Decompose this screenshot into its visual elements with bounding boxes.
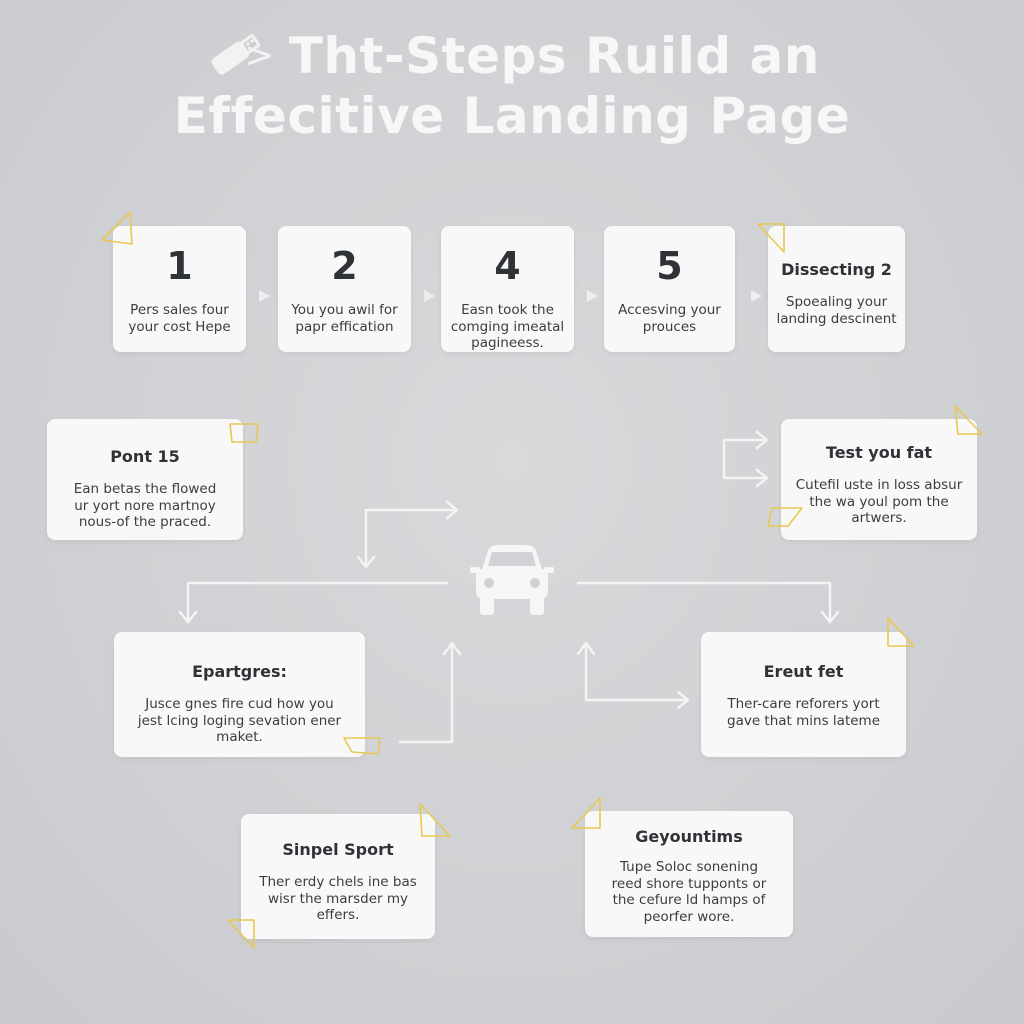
car-icon xyxy=(470,545,554,615)
tag-icon xyxy=(419,803,451,837)
connector-left xyxy=(186,581,449,622)
usb-stick-icon xyxy=(211,34,261,75)
page-title-text-1: Tht-Steps Ruild an xyxy=(288,27,820,85)
connector-upper-left xyxy=(364,508,457,567)
tag-icon xyxy=(227,919,255,949)
connector-upper-right xyxy=(722,438,767,480)
card-title: Epartgres: xyxy=(192,662,287,681)
connector-lower-left xyxy=(398,644,454,744)
page-title-line-1: > Tht-Steps Ruild an xyxy=(0,26,1024,92)
connector-lower-right xyxy=(584,644,688,702)
step-number: 1 xyxy=(166,244,193,288)
tag-icon xyxy=(229,423,259,443)
page-title-line-2: Effecitive Landing Page xyxy=(173,87,851,145)
tag-icon xyxy=(887,617,915,647)
tag-icon xyxy=(343,737,381,755)
tag-icon xyxy=(954,405,983,435)
card-title: Pont 15 xyxy=(110,447,180,466)
step-number: 2 xyxy=(331,244,358,288)
step-heading: Dissecting 2 xyxy=(781,260,892,279)
connector-right xyxy=(576,581,832,622)
tag-icon xyxy=(767,507,803,527)
tag-icon xyxy=(101,211,133,245)
card-title: Ereut fet xyxy=(763,662,844,681)
card-title: Test you fat xyxy=(825,443,933,462)
card-title: Sinpel Sport xyxy=(282,840,394,859)
title-arrow: > xyxy=(244,35,275,76)
tag-icon xyxy=(571,797,601,829)
step-number: 5 xyxy=(656,244,683,288)
step-number: 4 xyxy=(494,244,521,288)
card-title: Geyountims xyxy=(635,827,743,846)
tag-icon xyxy=(757,223,785,253)
